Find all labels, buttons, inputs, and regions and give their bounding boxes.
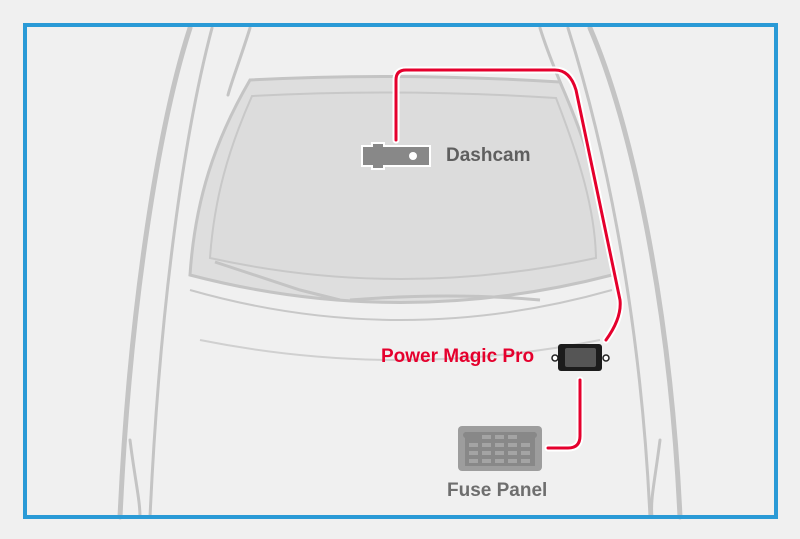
windshield (188, 74, 614, 361)
power-magic-pro-icon (551, 344, 610, 371)
dashcam-label: Dashcam (446, 145, 531, 166)
power-magic-pro-label: Power Magic Pro (381, 346, 535, 367)
fuse-panel-label: Fuse Panel (447, 480, 548, 501)
fuse-cable (544, 376, 584, 452)
dashcam-icon (361, 142, 431, 170)
car-outline (117, 25, 683, 520)
fuse-panel-icon (458, 426, 542, 471)
frame-border (23, 23, 778, 519)
